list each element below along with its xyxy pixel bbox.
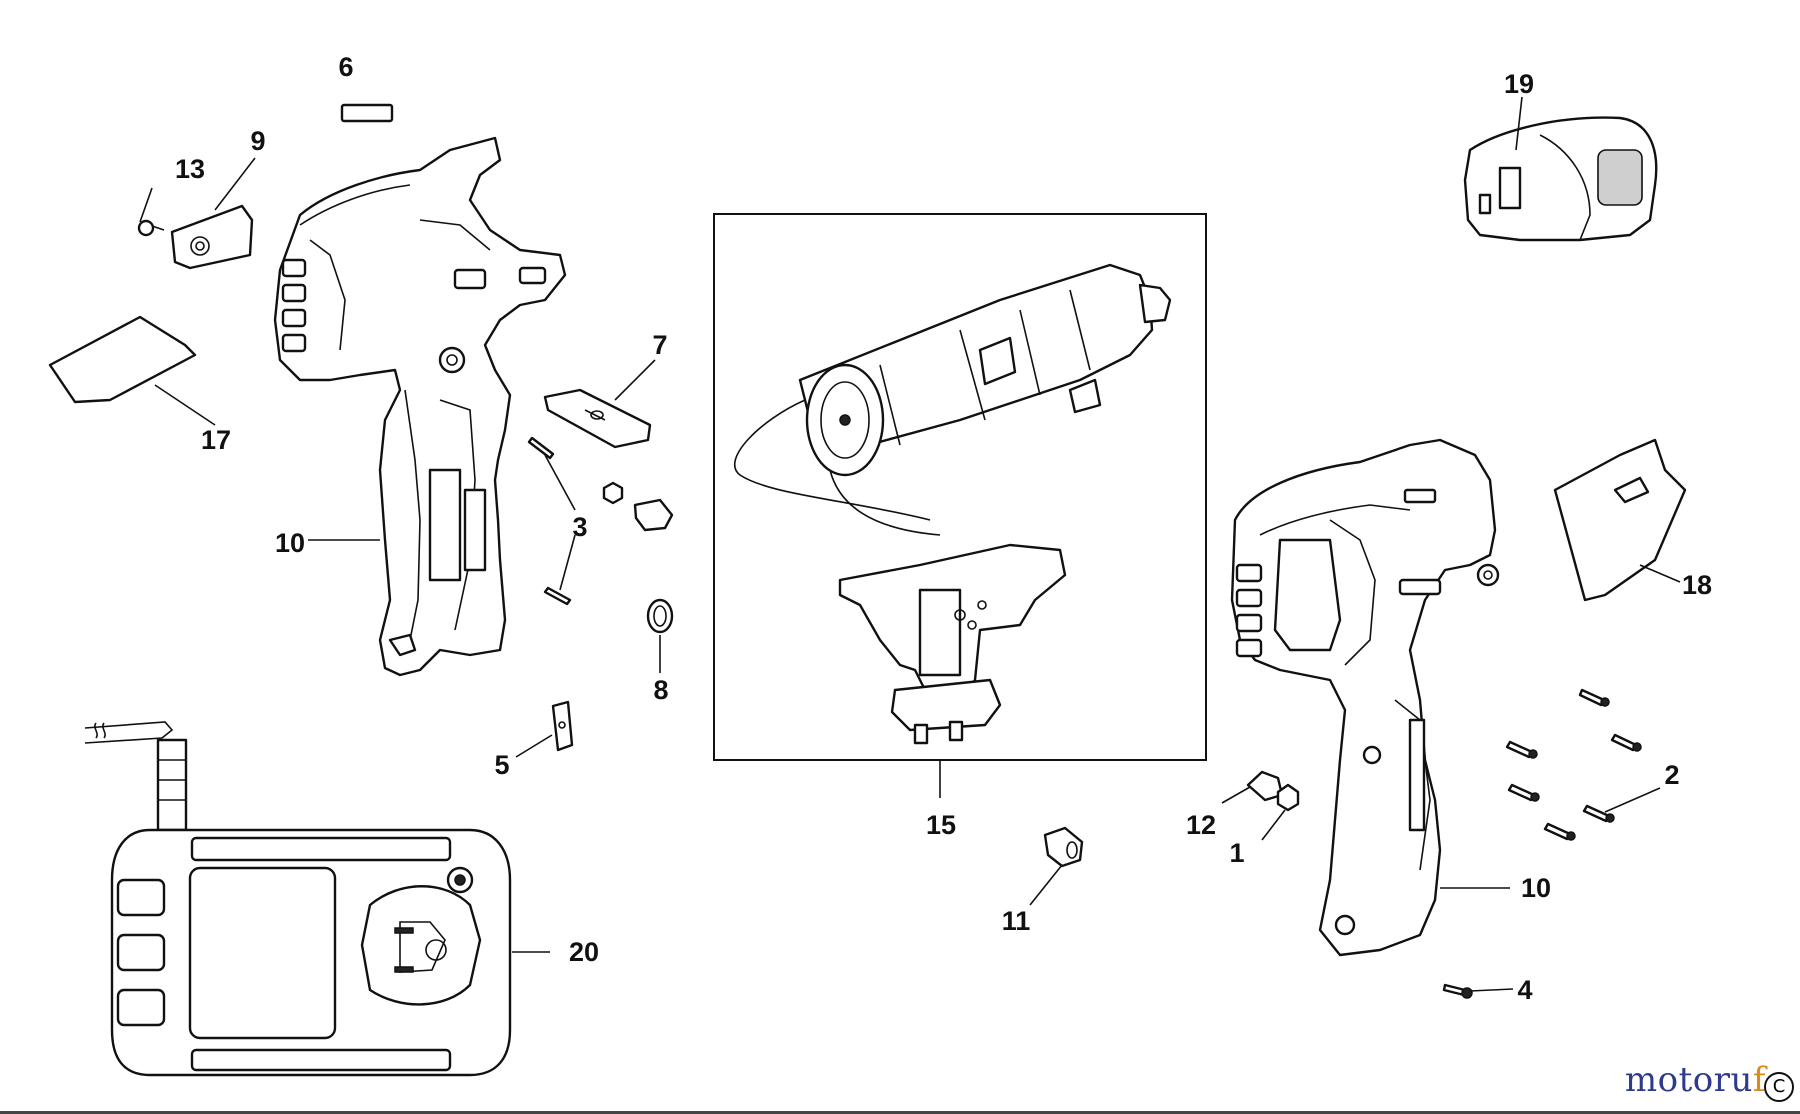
part-3-pin-lower: [543, 586, 572, 606]
part-5-contact-plate: [551, 700, 574, 752]
small-nut: [602, 481, 624, 505]
callout-8: 8: [653, 675, 668, 705]
left-housing-half: [273, 136, 567, 677]
part-1-nut: [1276, 783, 1300, 812]
callout-18: 18: [1682, 570, 1712, 600]
callout-20: 20: [569, 937, 599, 967]
right-housing-half: [1230, 438, 1500, 957]
callout-5: 5: [494, 750, 509, 780]
motor-assembly: [733, 263, 1172, 745]
part-17-label-sheet: [48, 315, 197, 404]
callout-17: 17: [201, 425, 231, 455]
part-7-slider: [543, 388, 652, 449]
copyright-icon: C: [1764, 1072, 1794, 1102]
callout-1: 1: [1229, 838, 1244, 868]
part-9-clip: [170, 204, 254, 270]
callout-3: 3: [572, 512, 587, 542]
leader-lines: [139, 96, 1681, 992]
callout-19: 19: [1504, 69, 1534, 99]
part-2-screws: [1505, 688, 1642, 841]
callout-15: 15: [926, 810, 956, 840]
callout-12: 12: [1186, 810, 1216, 840]
bottom-divider: [0, 1111, 1800, 1114]
callout-2: 2: [1664, 760, 1679, 790]
callout-11: 11: [1002, 906, 1031, 936]
part-3-pin-upper: [527, 436, 555, 460]
callout-9: 9: [250, 126, 265, 156]
part-15-group-box: [713, 213, 1207, 761]
part-20-charger: [84, 721, 512, 1077]
callout-13: 13: [175, 154, 205, 184]
callout-10-left: 10: [275, 528, 305, 558]
part-13-screw: [137, 219, 165, 237]
part-11-grommet: [1043, 826, 1084, 868]
callout-7: 7: [652, 330, 667, 360]
callout-10-right: 10: [1521, 873, 1551, 903]
part-6-pad: [340, 103, 394, 123]
callout-4: 4: [1517, 975, 1532, 1005]
small-bracket: [633, 498, 674, 532]
part-8-o-ring: [646, 598, 674, 634]
part-18-label: [1553, 438, 1687, 602]
callout-6: 6: [338, 52, 353, 82]
watermark-text-part2: f: [1752, 1060, 1766, 1100]
part-19-battery: [1463, 116, 1658, 242]
watermark-text-part1: motoru: [1624, 1060, 1753, 1100]
watermark-logo: motoruf: [1625, 1060, 1766, 1100]
part-12-bracket: [1246, 770, 1284, 802]
